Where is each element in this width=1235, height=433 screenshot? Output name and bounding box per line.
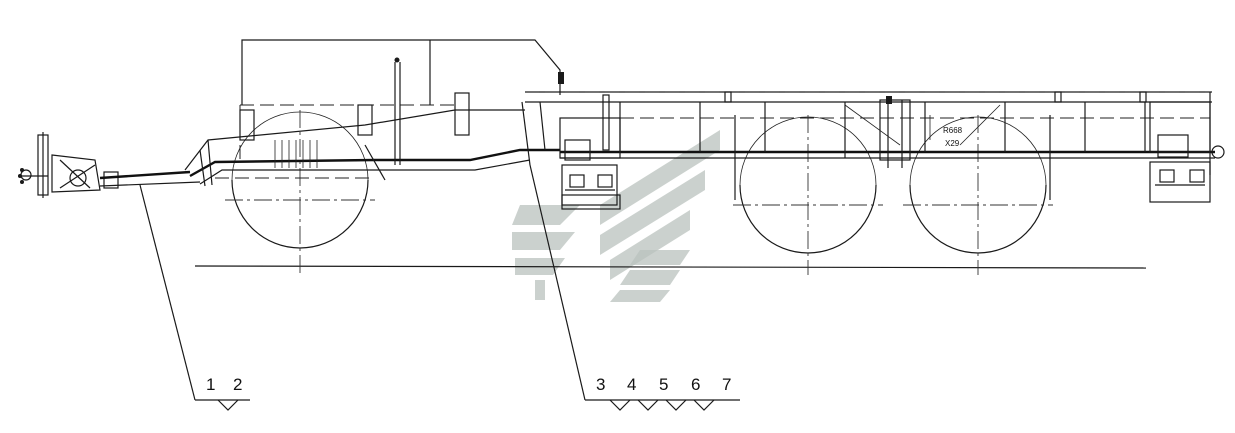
callout-6: 6 xyxy=(691,375,700,394)
main-frame xyxy=(521,91,1225,200)
callout-2: 2 xyxy=(233,375,242,394)
watermark-logo xyxy=(512,130,720,302)
callout-left-group: 1 2 xyxy=(206,375,242,394)
centre-suspension: R668 X29 xyxy=(879,96,963,168)
callout-5: 5 xyxy=(659,375,668,394)
callout-4: 4 xyxy=(627,375,636,394)
note-top-label: R668 xyxy=(943,126,963,135)
ground-line xyxy=(194,265,1147,269)
top-outline xyxy=(241,39,561,105)
rear-suspension xyxy=(1149,101,1211,203)
gooseneck-frame xyxy=(184,57,560,187)
callout-3: 3 xyxy=(596,375,605,394)
middle-suspension xyxy=(559,117,621,210)
callout-7: 7 xyxy=(722,375,731,394)
tow-hitch xyxy=(18,132,201,198)
front-axle-hatch xyxy=(274,140,318,168)
callout-1: 1 xyxy=(206,375,215,394)
callout-leaders xyxy=(139,164,740,411)
callout-right-group: 3 4 5 6 7 xyxy=(596,375,731,394)
wheels xyxy=(225,110,1053,275)
note-bottom-label: X29 xyxy=(945,139,960,148)
